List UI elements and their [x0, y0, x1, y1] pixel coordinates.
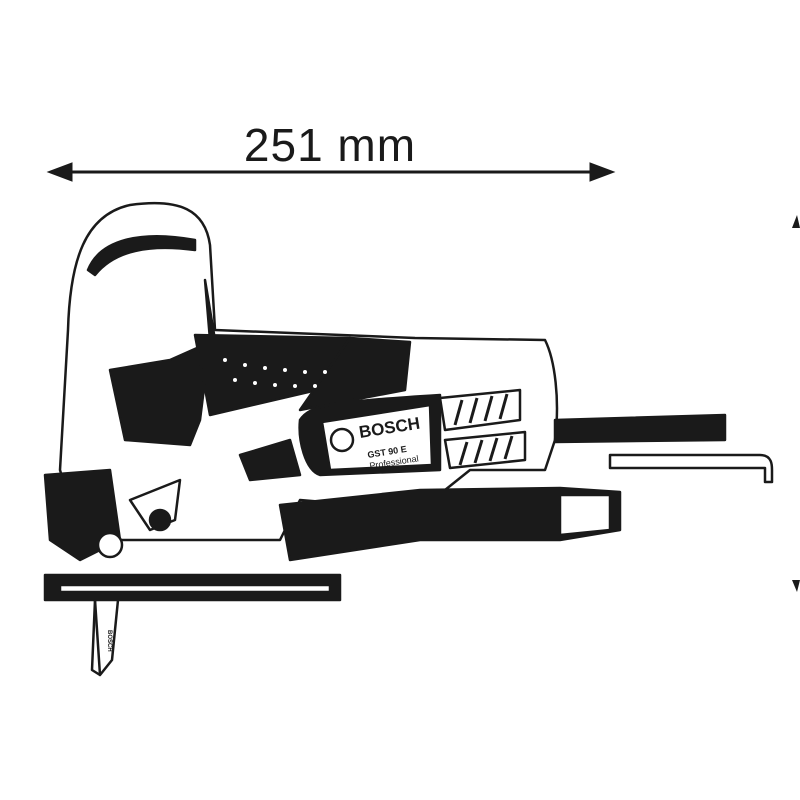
- jigsaw-body: [43, 201, 774, 677]
- width-dimension-label: 251 mm: [243, 119, 417, 171]
- grip-dots: [223, 358, 327, 388]
- blade-brand-label: BOSCH: [106, 630, 112, 652]
- width-dimension-arrow: [46, 162, 616, 182]
- height-dimension-arrow: [792, 215, 800, 592]
